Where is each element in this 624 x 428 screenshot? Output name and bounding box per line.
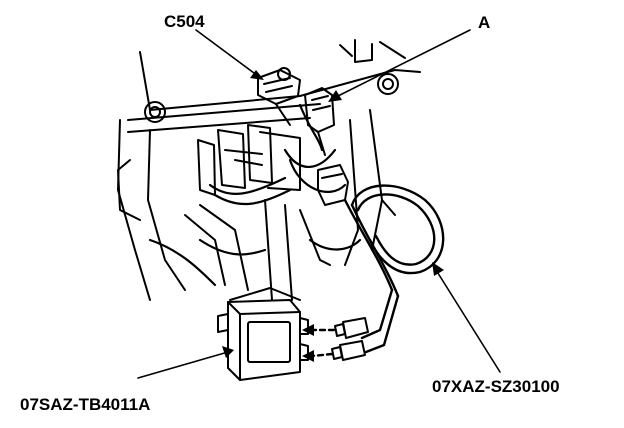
dashboard-structure bbox=[117, 39, 421, 301]
leader-heads bbox=[222, 70, 444, 358]
callout-c504: C504 bbox=[164, 12, 205, 31]
relay-cluster bbox=[197, 124, 301, 196]
c504-connector bbox=[257, 69, 301, 126]
connection-arrows bbox=[310, 328, 336, 358]
leader-lines bbox=[137, 29, 501, 379]
vehicle-wiring bbox=[148, 103, 362, 287]
test-box bbox=[217, 299, 309, 381]
test-clips bbox=[331, 317, 369, 361]
callout-test-box: 07SAZ-TB4011A bbox=[20, 395, 150, 414]
callout-harness: 07XAZ-SZ30100 bbox=[432, 377, 560, 396]
mounting-bolts bbox=[144, 67, 399, 123]
callout-a: A bbox=[478, 13, 490, 32]
connector-a bbox=[304, 87, 335, 156]
test-harness-cable bbox=[343, 184, 445, 354]
